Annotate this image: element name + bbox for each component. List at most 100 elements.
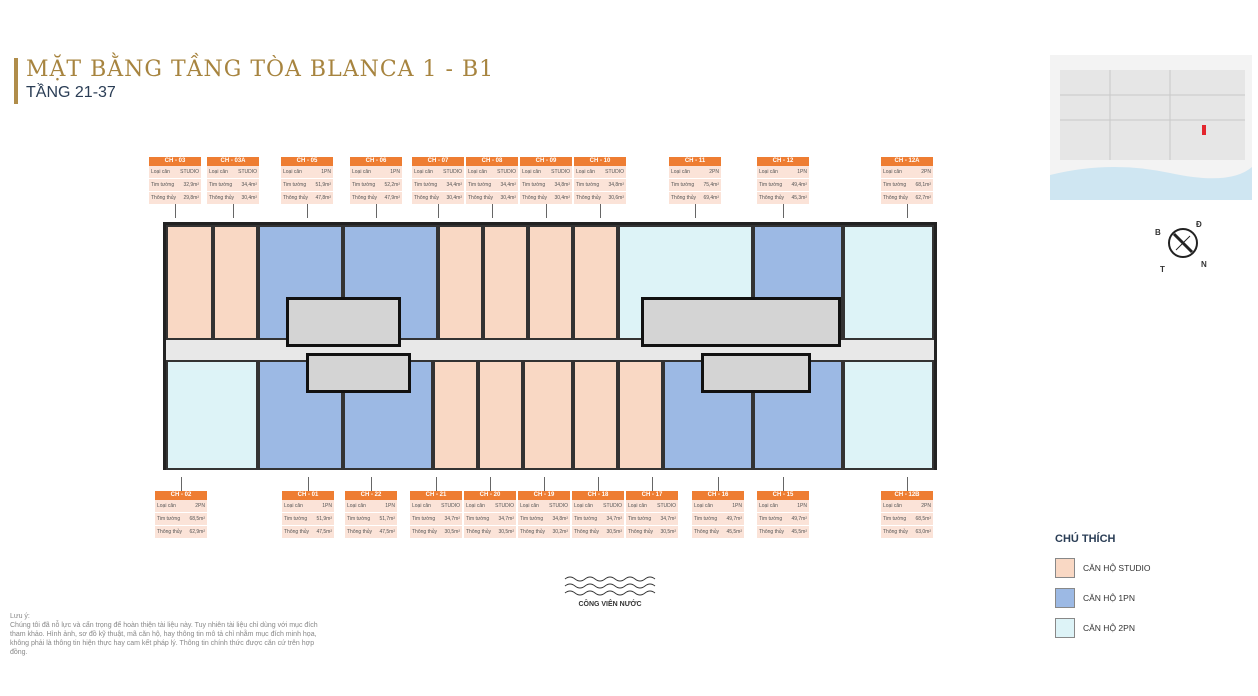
row-label: Thông thủy [883,195,909,201]
row-label: Tim tường [759,516,783,522]
unit-type: 1PN [390,169,400,175]
row-label: Tim tường [209,182,233,188]
apartment-ch03[interactable] [166,225,213,340]
row-label: Tim tường [522,182,546,188]
gross-area: 32,9m² [183,182,199,188]
unit-code: CH - 02 [155,491,207,500]
row-label: Thông thủy [671,195,697,201]
net-area: 30,4m² [554,195,570,201]
net-area: 30,5m² [606,529,622,535]
row-label: Loại căn [520,503,539,509]
unit-code: CH - 08 [466,157,518,166]
row-label: Loại căn [574,503,593,509]
row-label: Thông thủy [883,529,909,535]
leader-line [438,204,439,218]
net-area: 45,3m² [791,195,807,201]
core-west-lower [306,353,411,393]
gross-area: 34,4m² [500,182,516,188]
leader-line [783,204,784,218]
gross-area: 34,4m² [446,182,462,188]
unit-type: 1PN [732,503,742,509]
apartment-ch09[interactable] [528,225,573,340]
legend-swatch [1055,588,1075,608]
note-title: Lưu ý: [10,613,30,620]
gross-area: 34,7m² [660,516,676,522]
apartment-ch07[interactable] [438,225,483,340]
leader-line [907,477,908,491]
unit-code: CH - 12B [881,491,933,500]
row-label: Loại căn [414,169,433,175]
apartment-ch10[interactable] [573,225,618,340]
unit-type: 2PN [195,503,205,509]
site-map-thumbnail [1050,55,1252,200]
apartment-ch17[interactable] [618,360,663,470]
unit-code: CH - 21 [410,491,462,500]
unit-code: CH - 19 [518,491,570,500]
row-label: Loại căn [759,169,778,175]
leader-line [907,204,908,218]
unit-type: 1PN [321,169,331,175]
net-area-row: Thông thủy 30,5m² [572,526,624,539]
net-area: 30,5m² [444,529,460,535]
unit-type: 2PN [709,169,719,175]
leader-line [718,477,719,491]
row-label: Thông thủy [412,529,438,535]
unit-code: CH - 01 [282,491,334,500]
net-area: 62,9m² [189,529,205,535]
row-label: Tim tường [694,516,718,522]
apartment-ch02[interactable] [166,360,258,470]
gross-area: 68,5m² [189,516,205,522]
row-label: Tim tường [628,516,652,522]
apartment-ch21[interactable] [433,360,478,470]
unit-code: CH - 22 [345,491,397,500]
core-east [641,297,841,347]
row-label: Loại căn [151,169,170,175]
apartment-ch03a[interactable] [213,225,258,340]
apartment-ch19[interactable] [523,360,573,470]
net-area: 30,6m² [608,195,624,201]
leader-line [490,477,491,491]
net-area: 30,4m² [500,195,516,201]
legend-item-2pn: CĂN HỘ 2PN [1055,618,1135,638]
unit-code: CH - 06 [350,157,402,166]
row-label: Loại căn [468,169,487,175]
row-label: Thông thủy [628,529,654,535]
gross-area: 34,7m² [606,516,622,522]
net-area: 30,4m² [241,195,257,201]
row-label: Tim tường [883,182,907,188]
leader-line [233,204,234,218]
leader-line [436,477,437,491]
unit-code: CH - 18 [572,491,624,500]
unit-code: CH - 12 [757,157,809,166]
leader-line [371,477,372,491]
row-label: Thông thủy [574,529,600,535]
page-title: MẶT BẰNG TẦNG TÒA BLANCA 1 - B1 [26,57,495,82]
net-area: 47,5m² [316,529,332,535]
leader-line [308,477,309,491]
row-label: Thông thủy [576,195,602,201]
apartment-ch18[interactable] [573,360,618,470]
apartment-ch12a[interactable] [843,225,934,340]
apartment-ch20[interactable] [478,360,523,470]
apartment-ch12b[interactable] [843,360,934,470]
row-label: Thông thủy [283,195,309,201]
gross-area: 49,4m² [791,182,807,188]
apartment-ch08[interactable] [483,225,528,340]
leader-line [652,477,653,491]
